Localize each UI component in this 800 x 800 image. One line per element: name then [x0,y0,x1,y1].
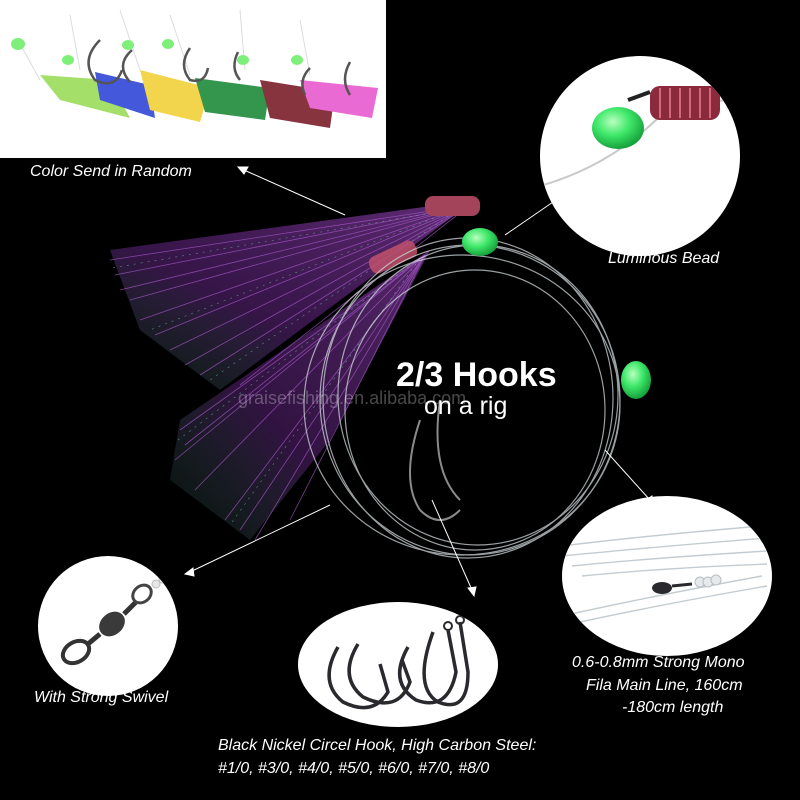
color-variants-inset [0,0,386,158]
hook-spec-label-1: Black Nickel Circel Hook, High Carbon St… [218,737,537,754]
inset-hooks [87,39,352,96]
skirt-lower [170,240,430,541]
skirt-upper [109,196,480,390]
fly-skirts [40,70,378,128]
leader-lines [17,9,311,81]
swivel-closeup [38,556,178,696]
hook-spec-label-2: #1/0, #3/0, #4/0, #5/0, #6/0, #7/0, #8/0 [218,760,490,777]
color-random-label: Color Send in Random [30,163,192,180]
watermark: graisefishing.en.alibaba.com [238,388,467,408]
luminous-bead-closeup [540,56,740,256]
mono-line-label-1: 0.6-0.8mm Strong Mono [572,654,745,671]
bead-main-1 [462,228,498,256]
bead-main-2 [621,361,651,399]
mono-line-label-2: Fila Main Line, 160cm [586,677,743,694]
rig-hooks [409,399,461,521]
hooks-title: 2/3 Hooks [396,356,557,394]
hooks-closeup [298,602,498,727]
hooks-subtitle: on a rig [424,392,508,420]
mono-line-label-3: -180cm length [622,699,724,716]
swivel-label: With Strong Swivel [34,689,169,706]
glow-beads [11,38,303,65]
luminous-bead-label: Luminous Bead [608,250,720,267]
mono-line-closeup [562,496,772,656]
